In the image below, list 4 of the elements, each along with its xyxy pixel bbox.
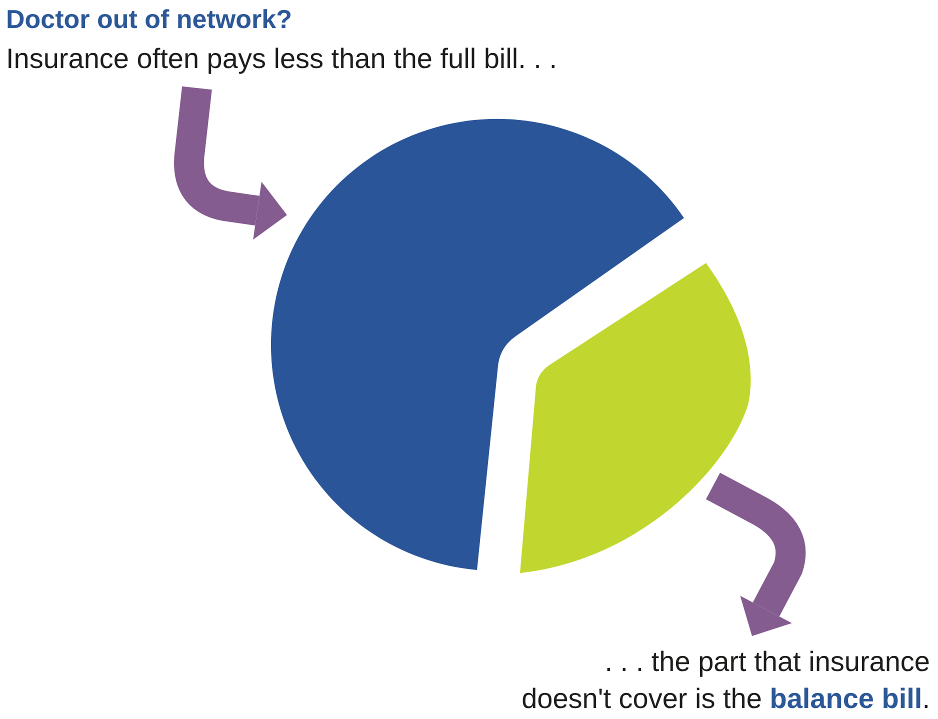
pie-slice [271,119,685,571]
title: Doctor out of network? [6,4,292,34]
callout-text: Insurance often pays less than the full bill. . . [6,40,557,77]
callout-text: . . . the part that insurance doesn't cover is the balance bill. [512,643,930,717]
